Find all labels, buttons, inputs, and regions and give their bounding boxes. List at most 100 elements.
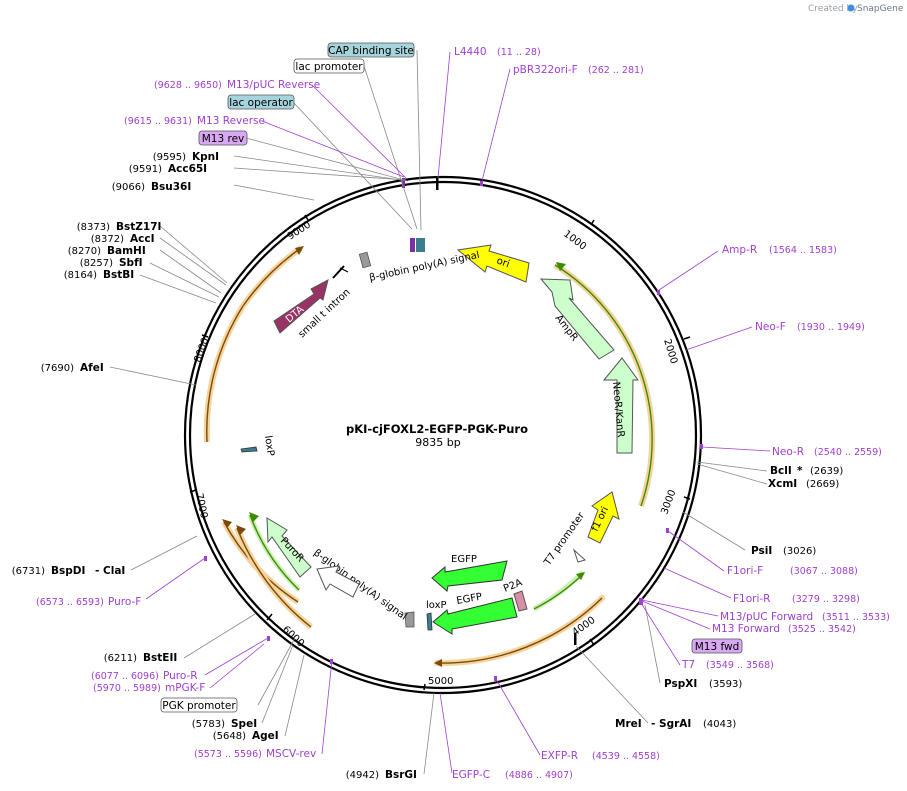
plasmid-length: 9835 bp [415, 436, 460, 449]
loxp-block[interactable] [240, 446, 258, 453]
enzyme-acci[interactable]: AccI [130, 233, 154, 245]
p2a-block[interactable] [513, 590, 528, 612]
orf-arrowhead [249, 512, 259, 522]
enzyme-pos: (3026) [783, 546, 816, 557]
enzyme-bstz17i[interactable]: BstZ17I [116, 221, 161, 233]
cap-binding-site-box[interactable] [327, 42, 415, 58]
primer-pbr322ori-f[interactable]: pBR322ori-F [513, 64, 578, 76]
primer-leader-lines [145, 51, 771, 774]
f1-ori-arrow[interactable] [587, 491, 620, 544]
enzyme-pos: (5648) [213, 731, 246, 742]
backbone-inner-circle [188, 180, 698, 690]
orf-arc [221, 520, 300, 605]
lac-promoter-box[interactable] [293, 58, 365, 74]
primer-puro-f[interactable]: Puro-F [108, 596, 141, 608]
enzyme-bsteii[interactable]: BstEII [143, 652, 177, 664]
dta-arrow[interactable] [273, 279, 329, 334]
primer-mpgk-f[interactable]: mPGK-F [165, 682, 205, 694]
enzyme-bcli-mark: * [797, 465, 803, 477]
tick-mark [266, 613, 273, 621]
enzyme-bsu36i[interactable]: Bsu36I [151, 181, 191, 193]
lac-cluster-mark [416, 238, 421, 252]
m13-fwd-box[interactable] [691, 638, 743, 654]
enzyme-pos: (6211) [104, 653, 137, 664]
primer-m13-forward[interactable]: M13 Forward [712, 623, 780, 635]
m13-rev-box[interactable] [198, 130, 248, 146]
polya-block[interactable] [404, 611, 415, 628]
enzyme-psii[interactable]: PsiI [751, 545, 772, 557]
enzyme-pos: (2669) [806, 479, 839, 490]
enzyme-afei[interactable]: AfeI [80, 362, 104, 374]
orf-arc [436, 597, 603, 664]
primer-f1ori-f[interactable]: F1ori-F [727, 565, 763, 577]
primer-exfp-r[interactable]: EXFP-R [541, 750, 578, 762]
primer-mscv-rev[interactable]: MSCV-rev [266, 748, 316, 760]
egfp-arrow[interactable] [431, 560, 508, 592]
enzyme-pos: (4043) [703, 719, 736, 730]
lac-operator-label: lac operator [229, 97, 293, 109]
primer-labels: L4440 (11 .. 28) pBR322ori-F (262 .. 281… [36, 46, 890, 781]
enzyme-bspdi[interactable]: BspDI [51, 565, 85, 577]
primer-m13-reverse[interactable]: M13 Reverse [197, 115, 265, 127]
egfp-label-1: EGFP [451, 554, 477, 565]
enzyme-spei[interactable]: SpeI [231, 718, 257, 730]
primer-amp-r[interactable]: Amp-R [722, 244, 757, 256]
m13-rev-label: M13 rev [202, 133, 245, 145]
enzyme-mrei[interactable]: MreI [615, 718, 642, 730]
enzyme-pspxi[interactable]: PspXI [664, 678, 697, 690]
polya-block[interactable] [358, 251, 372, 269]
enzyme-pos: (8373) [77, 222, 110, 233]
loxp-block[interactable] [426, 612, 433, 631]
enzyme-pos: (6731) [12, 566, 45, 577]
enzyme-pos: (9066) [112, 182, 145, 193]
puror-arrow[interactable] [266, 517, 312, 578]
primer-neo-f[interactable]: Neo-F [755, 321, 786, 333]
promoter-arrow[interactable] [316, 565, 360, 598]
tick-mark [201, 334, 209, 338]
ori-arrow[interactable] [456, 244, 530, 283]
enzyme-acc65i[interactable]: Acc65I [168, 163, 207, 175]
enzyme-pos: (9595) [153, 152, 186, 163]
enzyme-agei[interactable]: AgeI [252, 730, 279, 742]
orf-arc [240, 245, 303, 308]
enzyme-pos: (5783) [192, 719, 225, 730]
enzyme-kpni[interactable]: KpnI [192, 151, 219, 163]
primer-site-mark [480, 181, 483, 186]
primer-puro-r[interactable]: Puro-R [163, 670, 198, 682]
m13-fwd-label: M13 fwd [695, 641, 740, 653]
lac-promoter-label: lac promoter [295, 61, 363, 73]
enzyme-bstbi[interactable]: BstBI [103, 269, 134, 281]
t7-promoter-arrow[interactable] [572, 548, 587, 563]
enzyme-xcmi[interactable]: XcmI [768, 478, 797, 490]
egfp-label-2: EGFP [456, 592, 483, 607]
credit-brand[interactable]: SnapGene [857, 4, 904, 14]
small-t-intron-mark[interactable] [332, 265, 345, 279]
enzyme-sgrai[interactable]: - SgrAI [651, 718, 691, 730]
loxp-label-2: loxP [262, 435, 276, 457]
primer-f1ori-r[interactable]: F1ori-R [733, 593, 770, 605]
primer-m13-puc-reverse[interactable]: M13/pUC Reverse [227, 79, 320, 91]
enzyme-pos: (9591) [129, 164, 162, 175]
pgk-promoter-box[interactable] [160, 697, 238, 713]
primer-t7[interactable]: T7 [681, 659, 695, 671]
boxed-features: CAP binding site lac promoter lac operat… [160, 42, 743, 713]
primer-egfp-c[interactable]: EGFP-C [452, 769, 490, 781]
enzyme-sbfi[interactable]: SbfI [119, 257, 143, 269]
lac-operator-box[interactable] [227, 94, 295, 110]
primer-neo-r[interactable]: Neo-R [772, 446, 804, 458]
neor-kanr-arrow[interactable] [602, 357, 639, 454]
egfp-arrow[interactable] [432, 597, 518, 635]
ampr-arrow[interactable] [539, 278, 615, 360]
enzyme-bcli[interactable]: BclI [770, 465, 792, 477]
enzyme-bamhi[interactable]: BamHI [107, 245, 146, 257]
pgk-promoter-label: PGK promoter [162, 700, 236, 712]
enzyme-clai[interactable]: - ClaI [95, 565, 125, 577]
orf-arrowhead [576, 572, 585, 580]
backbone-outer-circle [183, 175, 703, 695]
enzyme-pos: (8270) [68, 246, 101, 257]
enzyme-leader-lines [109, 49, 768, 775]
enzyme-bsrgi[interactable]: BsrGI [385, 769, 417, 781]
primer-site-mark [639, 598, 643, 605]
primer-l4440[interactable]: L4440 [454, 46, 487, 58]
primer-m13-puc-forward[interactable]: M13/pUC Forward [720, 611, 813, 623]
